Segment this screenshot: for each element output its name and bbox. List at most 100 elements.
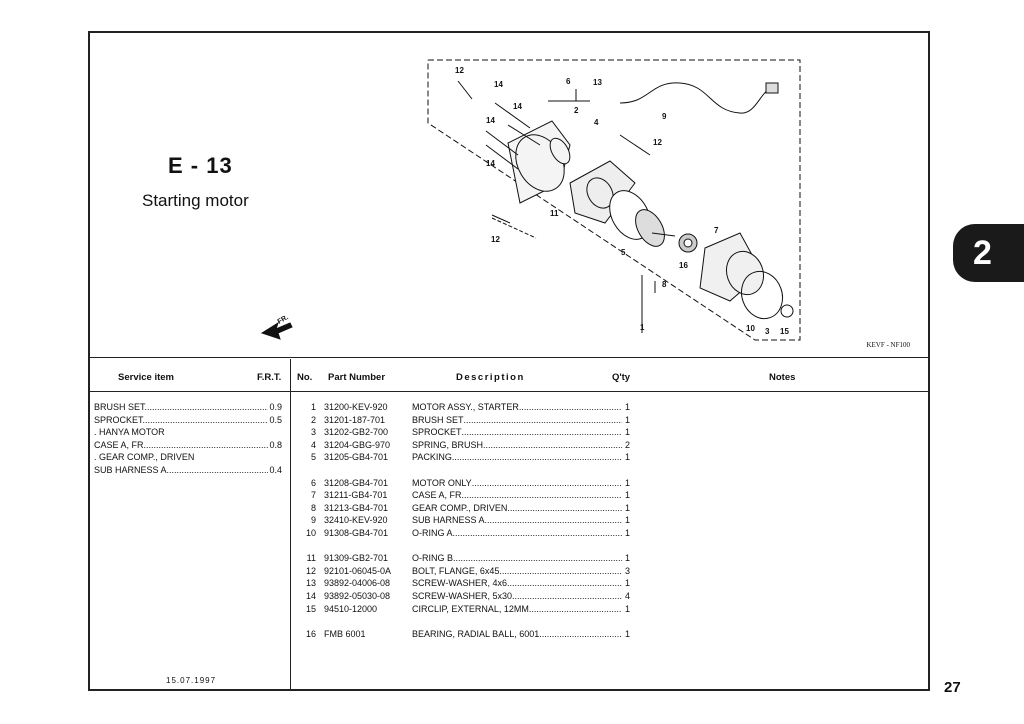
part-description-cell: O-RING A	[412, 527, 622, 540]
part-description: MOTOR ASSY., STARTER	[412, 402, 519, 412]
part-description-cell: O-RING B	[412, 552, 622, 565]
part-description-cell: CASE A, FR.	[412, 489, 622, 502]
leader-dots	[464, 414, 622, 427]
service-item-name: . GEAR COMP., DRIVEN	[94, 452, 195, 463]
table-top-rule	[90, 357, 928, 358]
leader-dots	[512, 590, 622, 603]
part-qty: 1	[624, 527, 630, 538]
sub-harness	[619, 82, 771, 114]
header-rule	[90, 391, 928, 392]
leader-dots	[539, 628, 622, 641]
part-description: BEARING, RADIAL BALL, 6001	[412, 628, 540, 639]
leader-dots	[453, 527, 622, 540]
part-number: 31208-GB4-701	[324, 477, 389, 488]
part-number: 31211-GB4-701	[324, 490, 388, 501]
callout-3: 3	[765, 327, 770, 336]
part-no: 12	[305, 565, 316, 576]
part-no: 3	[310, 427, 316, 438]
part-no: 1	[310, 402, 316, 412]
part-number: 31200-KEV-920	[324, 402, 388, 412]
service-item-frt: 0.4	[269, 464, 282, 475]
part-description-cell: GEAR COMP., DRIVEN	[412, 502, 622, 515]
callout-11: 11	[550, 209, 559, 218]
callout-14b: 14	[513, 102, 522, 111]
leader-dots	[452, 451, 622, 464]
part-qty: 4	[624, 590, 630, 601]
service-item-row: BRUSH SET0.9	[94, 401, 282, 414]
o-ring	[740, 270, 784, 320]
diagram-code: KEVF - NF100	[866, 341, 910, 349]
leader-dots	[499, 565, 622, 578]
part-number: FMB 6001	[324, 628, 366, 639]
column-divider	[290, 359, 291, 689]
leader-dots	[507, 502, 622, 515]
part-number: 94510-12000	[324, 603, 378, 614]
part-description-cell: SPROCKET	[412, 426, 622, 439]
part-description: O-RING B	[412, 553, 454, 564]
parts-row: 13 93892-04006-08 SCREW-WASHER, 4x61	[294, 577, 634, 590]
part-number: 31202-GB2-700	[324, 427, 389, 438]
callout-2: 2	[574, 106, 579, 115]
callout-12a: 12	[455, 66, 464, 75]
callout-4: 4	[594, 118, 599, 127]
part-no: 4	[310, 439, 316, 450]
part-description: SPRING, BRUSH	[412, 439, 484, 450]
service-item-row: . HANYA MOTOR	[94, 426, 282, 439]
leader-dots	[507, 577, 622, 590]
part-qty: 3	[624, 565, 630, 576]
part-qty: 1	[624, 477, 630, 488]
part-description-cell: SCREW-WASHER, 4x6	[412, 577, 622, 590]
service-item-row: CASE A, FR.0.8	[94, 439, 282, 452]
part-number: 32410-KEV-920	[324, 515, 388, 526]
part-number: 31204-GBG-970	[324, 439, 391, 450]
header-service-item: Service item	[118, 372, 174, 383]
service-item-frt: 0.9	[269, 402, 282, 412]
part-qty: 1	[624, 578, 630, 589]
exploded-diagram: 12 14 14 14 14 6 13 2 4 9 12 11 12 5 7 1…	[260, 59, 801, 341]
header-description: Description	[456, 372, 525, 383]
part-number: 31201-187-701	[324, 414, 386, 425]
leader-dots	[529, 603, 622, 616]
part-description: CASE A, FR.	[412, 490, 465, 501]
part-description-cell: PACKING	[412, 451, 622, 464]
header-frt: F.R.T.	[257, 372, 282, 383]
section-code: E - 13	[168, 153, 233, 178]
part-no: 15	[305, 603, 316, 614]
front-arrow	[260, 321, 293, 340]
callout-8: 8	[662, 280, 667, 289]
part-description-cell: SUB HARNESS A	[412, 514, 622, 527]
header-qty: Q'ty	[612, 372, 631, 383]
part-number: 31213-GB4-701	[324, 502, 389, 513]
part-description-cell: SPRING, BRUSH	[412, 439, 622, 452]
part-description: CIRCLIP, EXTERNAL, 12MM	[412, 603, 529, 614]
service-item-name: SUB HARNESS A	[94, 464, 268, 477]
part-no: 13	[305, 578, 316, 589]
part-number: 91308-GB4-701	[324, 527, 389, 538]
service-items-list: BRUSH SET0.9 SPROCKET0.5 . HANYA MOTOR C…	[94, 401, 282, 477]
leader-dots	[519, 401, 622, 414]
part-number: 93892-04006-08	[324, 578, 391, 589]
part-number: 31205-GB4-701	[324, 452, 389, 463]
leader-dots	[483, 439, 622, 452]
parts-row: 6 31208-GB4-701 MOTOR ONLY 1	[294, 477, 634, 490]
part-description: SPROCKET	[412, 427, 462, 438]
page-number: 27	[944, 679, 961, 696]
callout-13: 13	[593, 78, 602, 87]
part-qty: 1	[624, 452, 630, 463]
part-description-cell: SCREW-WASHER, 5x30	[412, 590, 622, 603]
parts-row: 3 31202-GB2-700 SPROCKET 1	[294, 426, 634, 439]
part-qty: 1	[624, 427, 630, 438]
callout-15: 15	[780, 327, 789, 336]
part-no: 6	[310, 477, 316, 488]
part-description-cell: CIRCLIP, EXTERNAL, 12MM	[412, 603, 622, 616]
part-description: MOTOR ONLY	[412, 477, 472, 488]
part-description: BOLT, FLANGE, 6x45	[412, 565, 500, 576]
